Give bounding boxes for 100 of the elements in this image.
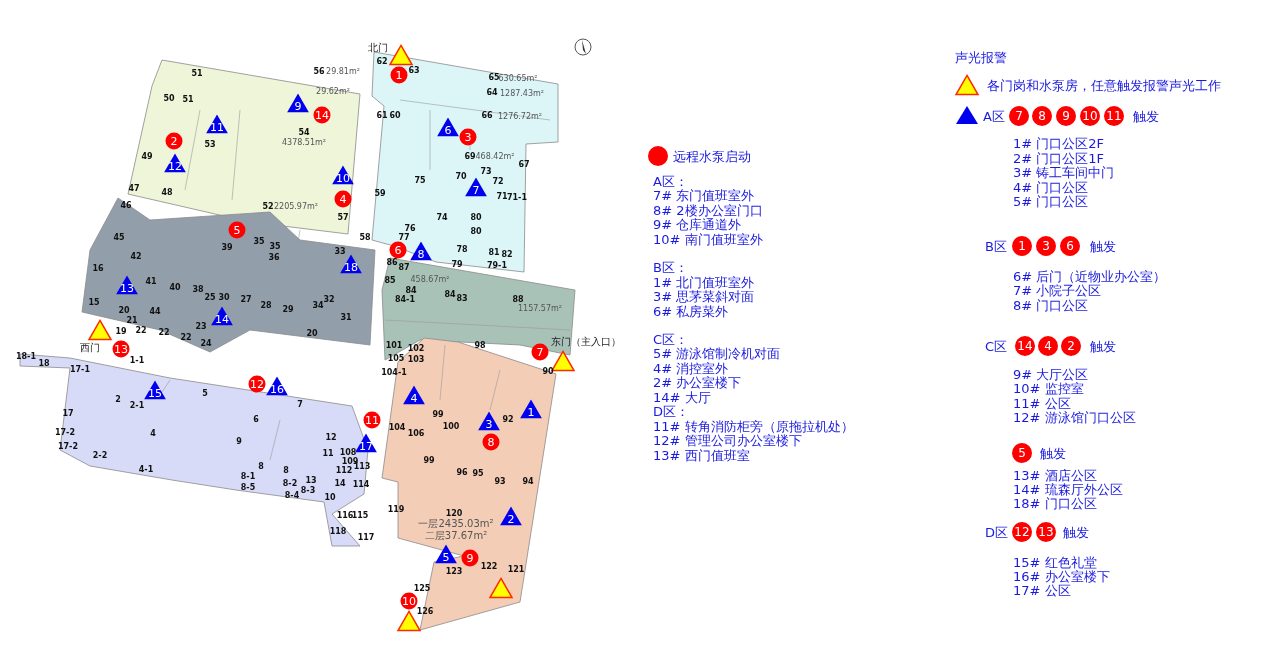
building-number: 48 [161, 189, 173, 197]
building-number: 71-1 [507, 194, 527, 202]
building-number: 17-2 [58, 443, 78, 451]
building-number: 125 [413, 585, 431, 593]
numbered-circle: 2 [1061, 336, 1081, 356]
building-number: 21 [126, 317, 138, 325]
building-number: 49 [141, 153, 153, 161]
building-number: 85 [384, 277, 396, 285]
building-number: 35 [253, 238, 265, 246]
building-number: 65 [488, 74, 500, 82]
gate-label: 西门 [80, 343, 100, 353]
building-number: 74 [436, 214, 448, 222]
building-number: 4-1 [138, 466, 154, 474]
legend-text: 2# 办公室楼下 [653, 375, 742, 389]
building-number: 80 [470, 228, 482, 236]
building-number: 31 [340, 314, 352, 322]
legend-text: 7# 东门值班室外 [653, 188, 755, 202]
building-number: 76 [404, 225, 416, 233]
building-number: 38 [192, 286, 204, 294]
building-number: 41 [145, 278, 157, 286]
legend-text: 5# 门口公区 [1013, 194, 1089, 208]
building-number: 83 [456, 295, 468, 303]
building-number: 75 [414, 177, 426, 185]
area-label: 1287.43m² [499, 90, 545, 98]
numbered-triangle: 3 [478, 411, 500, 431]
building-number: 15 [88, 299, 100, 307]
legend-text: 12# 游泳馆门口公区 [1013, 410, 1136, 424]
building-number: 17-2 [55, 429, 75, 437]
building-number: 80 [470, 214, 482, 222]
legend-text: 远程水泵启动 [673, 149, 751, 163]
numbered-triangle: 18 [340, 254, 362, 274]
building-number: 42 [130, 253, 142, 261]
numbered-triangle: 16 [266, 376, 288, 396]
building-number: 60 [389, 112, 401, 120]
legend-text: 13# 西门值班室 [653, 448, 750, 462]
building-number: 103 [407, 356, 425, 364]
building-number: 34 [312, 302, 324, 310]
building-number: 73 [480, 168, 492, 176]
building-number: 71 [496, 193, 508, 201]
legend-text: 17# 公区 [1013, 583, 1071, 597]
building-number: 70 [455, 173, 467, 181]
building-number: 18-1 [16, 353, 36, 361]
legend-text: 4# 门口公区 [1013, 180, 1089, 194]
legend-text: 2# 门口公区1F [1013, 151, 1105, 165]
building-number: 122 [480, 563, 498, 571]
building-number: 98 [474, 342, 486, 350]
legend-text: 3# 思茅菜斜对面 [653, 289, 755, 303]
building-number: 45 [113, 234, 125, 242]
building-number: 12 [325, 434, 337, 442]
building-number: 101 [385, 342, 403, 350]
legend-text: 各门岗和水泵房，任意触发报警声光工作 [987, 78, 1221, 92]
area-label: 29.62m² [316, 88, 350, 96]
numbered-triangle: 4 [403, 385, 425, 405]
legend-text: 16# 办公室楼下 [1013, 569, 1110, 583]
numbered-triangle: 17 [355, 433, 377, 453]
building-number: 2-2 [92, 452, 108, 460]
building-number: 27 [240, 296, 252, 304]
building-number: 8-1 [240, 473, 256, 481]
numbered-triangle: 11 [206, 114, 228, 134]
numbered-circle: 6 [1060, 236, 1080, 256]
building-number: 44 [149, 308, 161, 316]
building-number: 87 [398, 264, 410, 272]
numbered-circle: 10 [400, 592, 418, 610]
building-number: 104 [388, 424, 406, 432]
building-number: 9 [236, 438, 242, 446]
building-number: 113 [353, 463, 371, 471]
legend-text: D区： [653, 404, 689, 418]
building-number: 53 [204, 141, 216, 149]
building-number: 24 [200, 340, 212, 348]
legend-text: 11# 转角消防柜旁（原拖拉机处） [653, 419, 854, 433]
building-number: 66 [481, 112, 493, 120]
building-number: 79-1 [487, 262, 507, 270]
building-number: 102 [407, 345, 425, 353]
building-number: 108 [339, 449, 357, 457]
building-number: 90 [542, 368, 554, 376]
building-number: 78 [456, 246, 468, 254]
building-number: 69 [464, 153, 476, 161]
legend-text: 14# 大厅 [653, 390, 711, 404]
gate-label: 北门 [368, 43, 388, 53]
legend-text: 12# 管理公司办公室楼下 [653, 433, 802, 447]
area-label: 29.81m² [326, 68, 360, 76]
legend-text: 8# 门口公区 [1013, 298, 1089, 312]
building-number: 64 [486, 89, 498, 97]
numbered-triangle: 12 [164, 153, 186, 173]
building-number: 61 [376, 112, 388, 120]
building-number: 54 [298, 129, 310, 137]
numbered-triangle: 14 [211, 306, 233, 326]
numbered-circle: 11 [1104, 106, 1124, 126]
building-number: 121 [507, 566, 525, 574]
numbered-triangle: 9 [287, 93, 309, 113]
legend-text: 6# 后门（近物业办公室） [1013, 269, 1167, 283]
building-number: 1-1 [129, 357, 145, 365]
building-number: 23 [195, 323, 207, 331]
building-number: 106 [407, 430, 425, 438]
building-number: 77 [398, 234, 410, 242]
legend-text: B区 [985, 239, 1007, 253]
numbered-triangle: 2 [500, 506, 522, 526]
building-number: 117 [357, 534, 375, 542]
building-number: 81 [488, 249, 500, 257]
area-label: 4378.51m² [281, 139, 327, 147]
